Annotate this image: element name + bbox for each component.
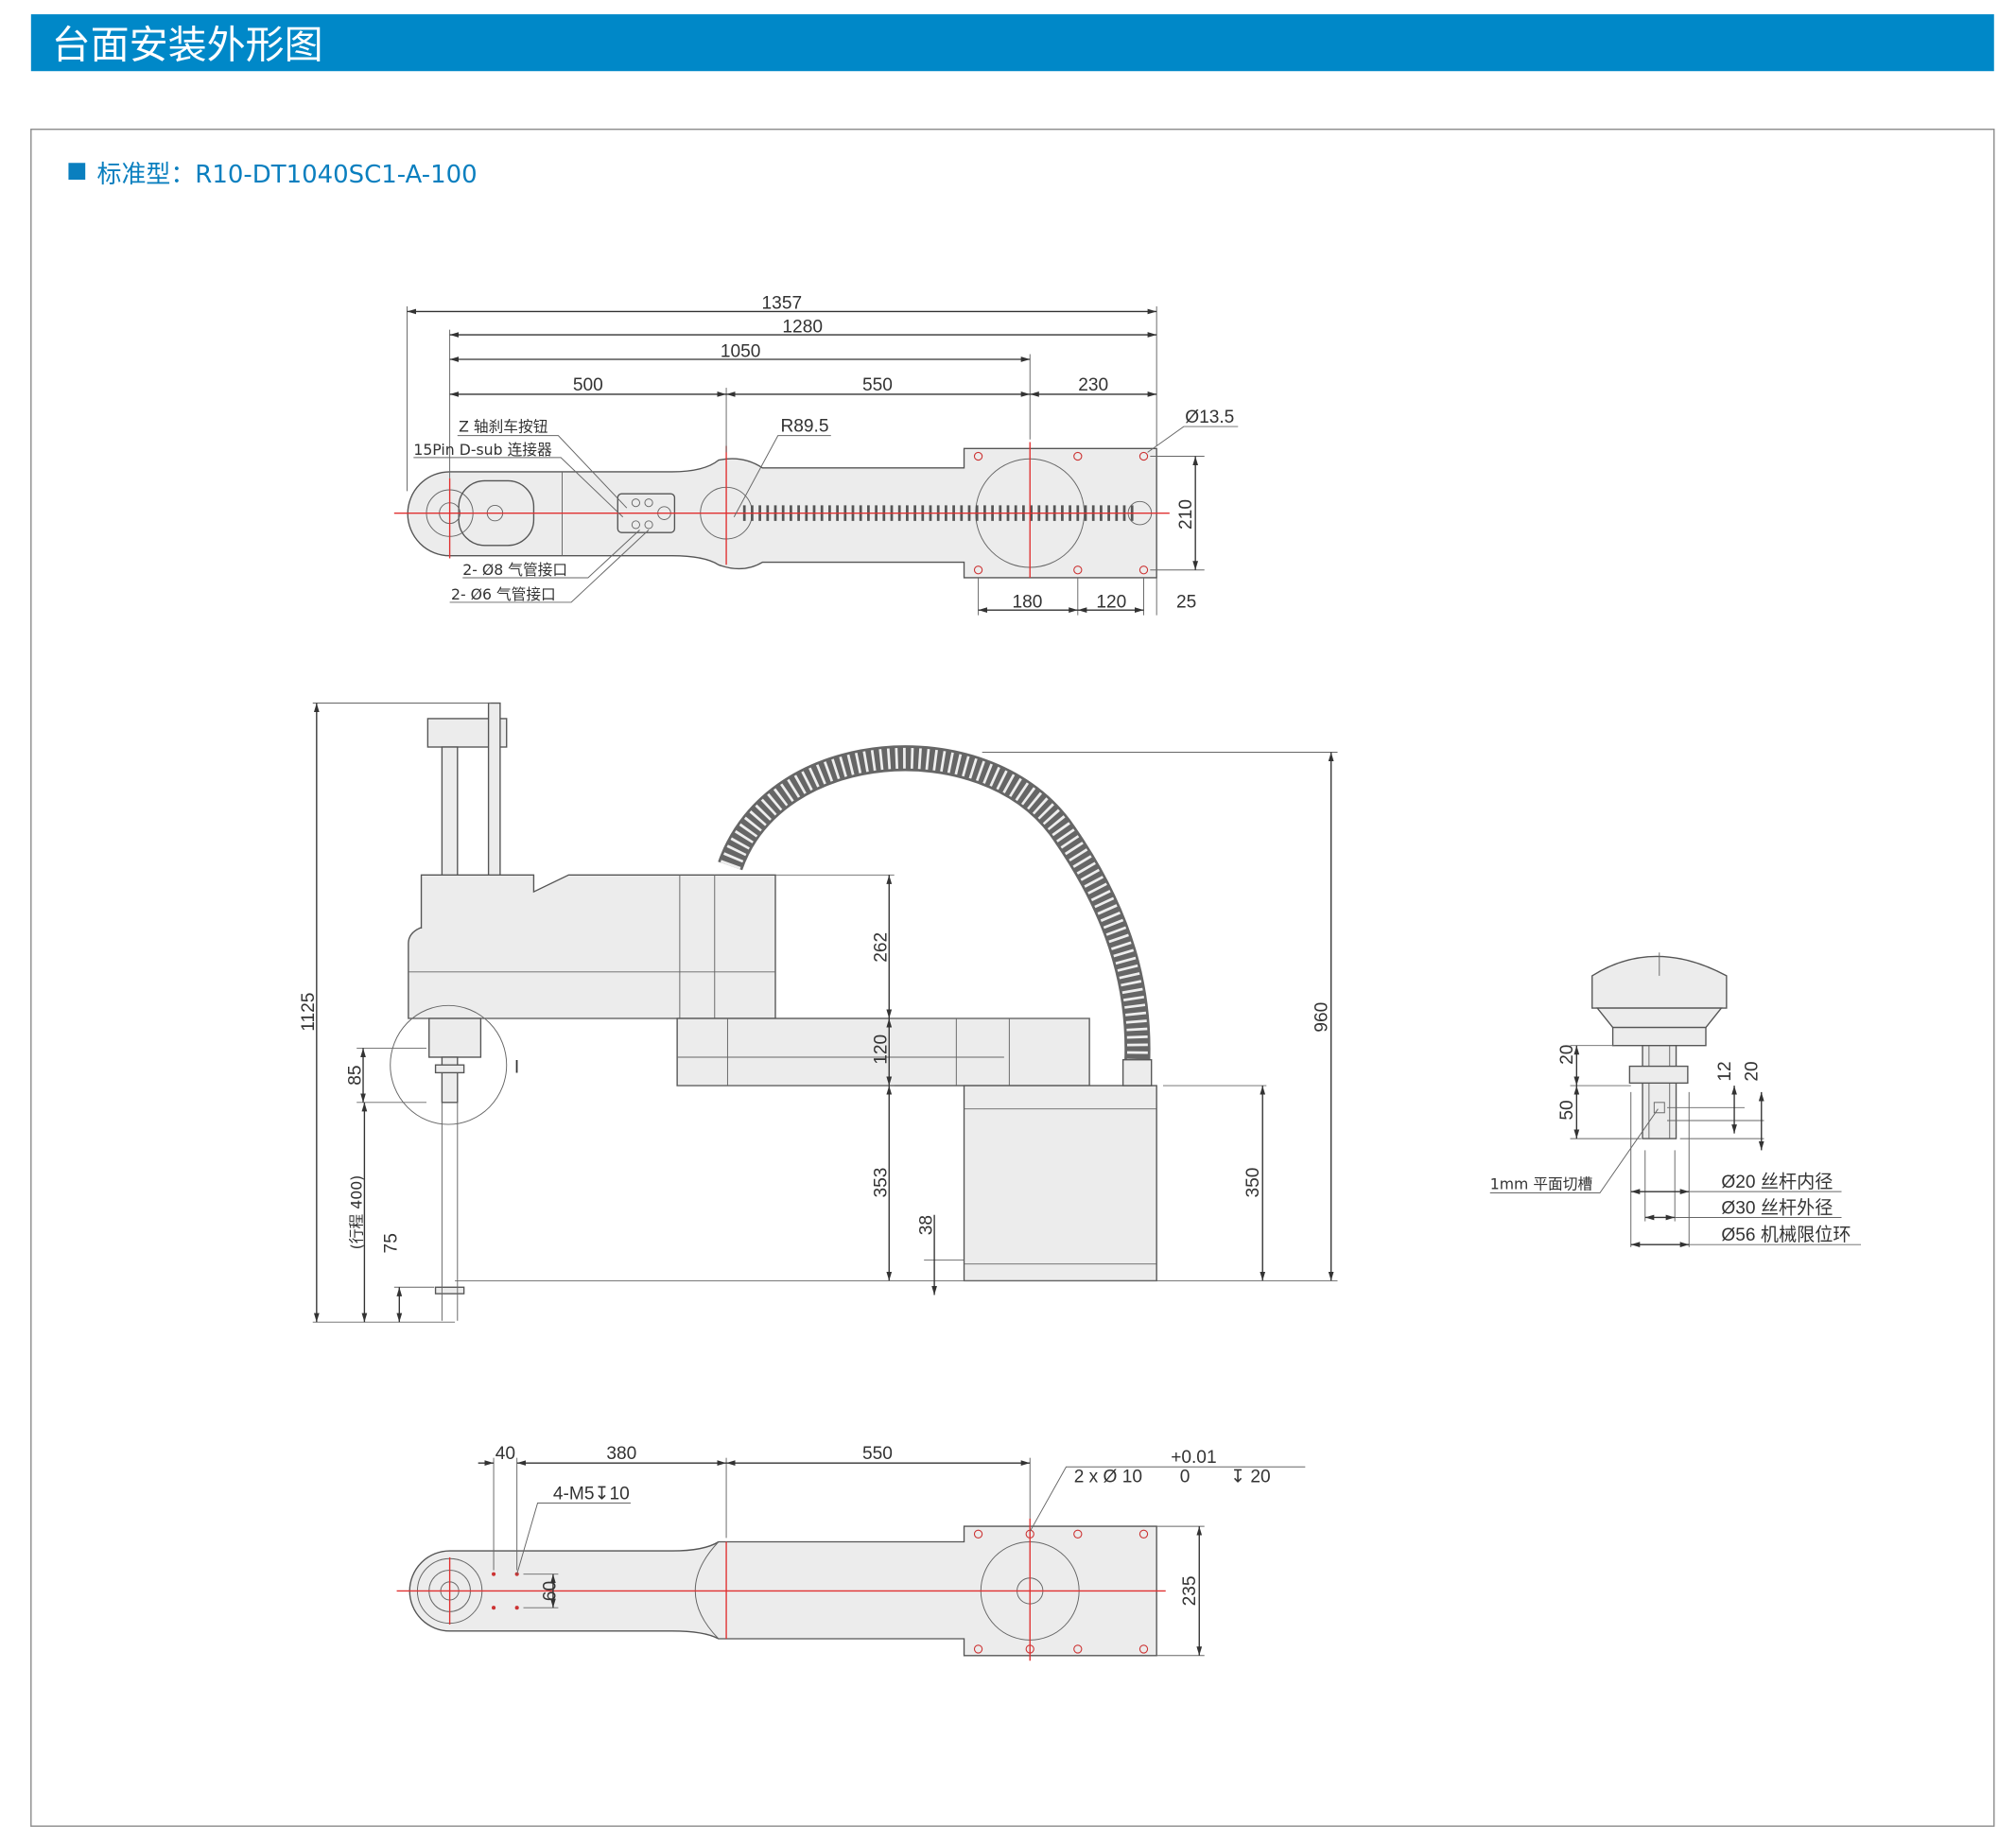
note-air-8: 2- Ø8 气管接口 [462, 561, 567, 579]
dim-25: 25 [1176, 592, 1196, 612]
dim-1357: 1357 [762, 294, 803, 314]
dim-350: 350 [1243, 1168, 1263, 1198]
top-view: 1357 1280 1050 500 550 230 210 180 120 2… [393, 294, 1239, 616]
dim-235: 235 [1180, 1575, 1200, 1606]
detail-view: 20 50 12 20 1mm 平面切槽 Ø20 丝杆内径 Ø30 丝杆外径 Ø… [1489, 952, 1861, 1248]
dim-550-bottom: 550 [862, 1444, 893, 1464]
dim-120-side: 120 [872, 1035, 892, 1065]
page-title: 台面安装外形图 [52, 23, 323, 68]
side-view: I 1125 960 262 120 353 350 38 85 (行程 400… [299, 702, 1338, 1323]
dim-353: 353 [872, 1168, 892, 1198]
dim-500: 500 [573, 375, 603, 395]
dim-20-detail-b: 20 [1743, 1061, 1763, 1081]
note-pin-holes: 2 x Ø 10 [1074, 1468, 1142, 1487]
dim-210: 210 [1176, 499, 1196, 530]
dim-85: 85 [345, 1065, 365, 1085]
detail-mark-i: I [514, 1057, 519, 1077]
dim-180: 180 [1013, 592, 1043, 612]
bottom-view: 40 380 550 60 235 4-M5↧10 +0.01 2 x Ø 10… [396, 1444, 1306, 1661]
dim-38: 38 [916, 1215, 936, 1235]
header-bar [30, 14, 1994, 72]
dim-40: 40 [495, 1444, 515, 1464]
model-label: 标准型：R10-DT1040SC1-A-100 [97, 161, 478, 189]
note-dsub: 15Pin D-sub 连接器 [413, 441, 552, 459]
dim-550: 550 [862, 375, 893, 395]
dim-1050: 1050 [721, 341, 761, 361]
dim-r89-5: R89.5 [780, 417, 828, 437]
note-limit-ring: Ø56 机械限位环 [1721, 1225, 1851, 1245]
note-air-6: 2- Ø6 气管接口 [451, 585, 556, 603]
note-flat-slot: 1mm 平面切槽 [1490, 1174, 1593, 1192]
note-screw-outer: Ø30 丝杆外径 [1721, 1197, 1833, 1218]
dim-380: 380 [606, 1444, 636, 1464]
note-depth: ↧ 20 [1230, 1468, 1271, 1487]
dim-960: 960 [1312, 1002, 1332, 1033]
dim-75: 75 [382, 1233, 402, 1253]
dim-20-detail-a: 20 [1557, 1045, 1577, 1065]
note-tol-upper: +0.01 [1171, 1448, 1216, 1468]
drawing-frame [30, 129, 1995, 1827]
dim-stroke-400: (行程 400) [348, 1175, 366, 1250]
dim-hole-13-5: Ø13.5 [1185, 408, 1234, 427]
note-screw-inner: Ø20 丝杆内径 [1721, 1172, 1833, 1192]
bullet-square-icon [68, 163, 86, 181]
dim-1125: 1125 [299, 993, 319, 1032]
note-brake-button: Z 轴刹车按钮 [459, 418, 548, 436]
dim-1280: 1280 [782, 317, 823, 337]
dim-60: 60 [541, 1581, 561, 1601]
dim-12-detail: 12 [1715, 1061, 1735, 1081]
dim-50-detail: 50 [1557, 1100, 1577, 1120]
dim-120: 120 [1096, 592, 1126, 612]
dim-262: 262 [872, 932, 892, 963]
note-m5-holes: 4-M5↧10 [553, 1484, 630, 1504]
dim-230: 230 [1078, 375, 1108, 395]
note-tol-lower: 0 [1180, 1468, 1190, 1487]
